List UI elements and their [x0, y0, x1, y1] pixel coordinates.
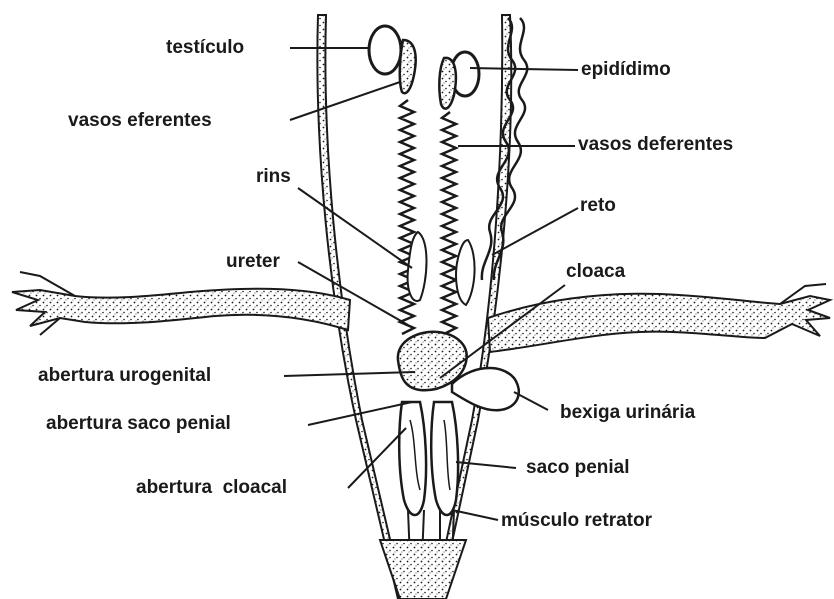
label-rins: rins [256, 166, 291, 188]
left-epididymis [400, 40, 416, 93]
label-abertura-urogenital: abertura urogenital [38, 365, 211, 387]
label-abertura-saco-penial: abertura saco penial [46, 413, 231, 435]
label-saco-penial: saco penial [526, 457, 630, 479]
left-leg [12, 289, 350, 330]
label-testiculo: testículo [166, 37, 244, 59]
label-epididimo: epidídimo [581, 59, 671, 81]
label-cloaca: cloaca [566, 261, 625, 283]
label-musculo-retrator: músculo retrator [501, 510, 652, 532]
right-kidney [456, 240, 475, 305]
urinary-bladder [452, 368, 519, 410]
label-abertura-cloacal: abertura cloacal [136, 477, 287, 499]
penial-sac-left [399, 402, 426, 515]
label-vasos-eferentes: vasos eferentes [68, 110, 212, 132]
right-coiled-duct [442, 112, 456, 334]
label-bexiga-urinaria: bexiga urinária [560, 402, 695, 424]
label-reto: reto [580, 195, 616, 217]
left-testis [369, 26, 401, 74]
label-ureter: ureter [226, 251, 280, 273]
penial-sac-right [431, 402, 458, 515]
right-leg [488, 294, 830, 352]
label-vasos-deferentes: vasos deferentes [578, 134, 733, 156]
right-epididymis [439, 58, 456, 109]
